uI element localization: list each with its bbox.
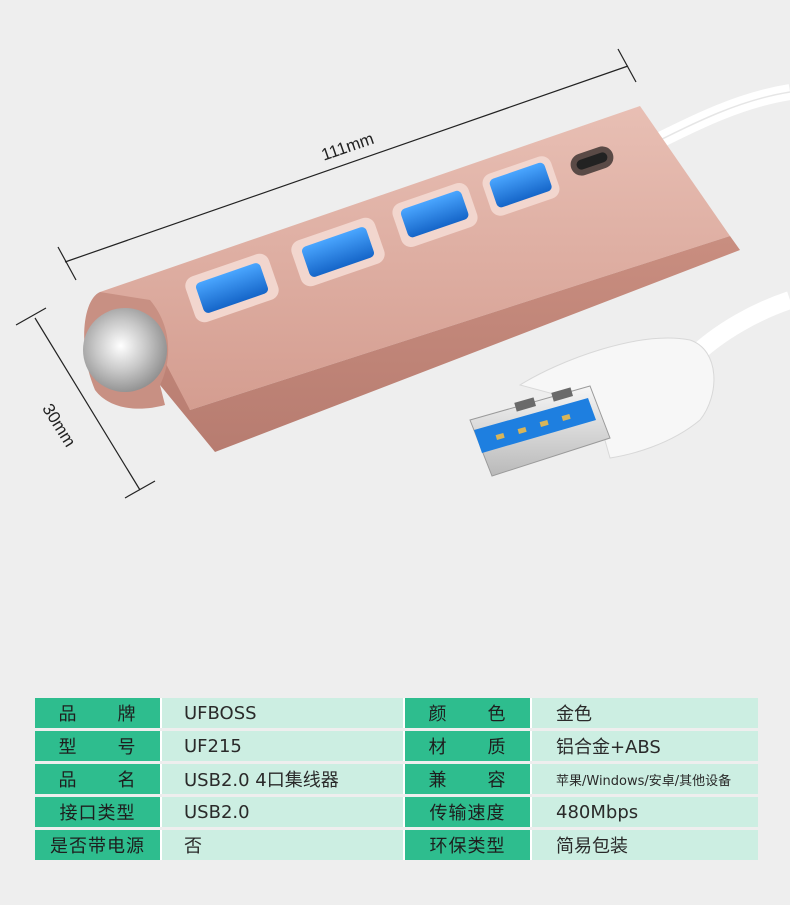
- usb-hub: [83, 106, 740, 452]
- spec-key: 材质: [405, 731, 530, 761]
- spec-row: 品名 USB2.0 4口集线器 兼容 苹果/Windows/安卓/其他设备: [35, 764, 758, 794]
- spec-key: 品牌: [35, 698, 160, 728]
- spec-value: USB2.0: [160, 797, 403, 827]
- spec-value: 苹果/Windows/安卓/其他设备: [530, 764, 758, 794]
- spec-row: 是否带电源 否 环保类型 简易包装: [35, 830, 758, 860]
- spec-value: USB2.0 4口集线器: [160, 764, 403, 794]
- spec-row: 品牌 UFBOSS 颜色 金色: [35, 698, 758, 728]
- end-cap: [83, 308, 167, 392]
- spec-value: 否: [160, 830, 403, 860]
- spec-value: 金色: [530, 698, 758, 728]
- spec-key: 兼容: [405, 764, 530, 794]
- spec-key: 颜色: [405, 698, 530, 728]
- spec-key: 传输速度: [405, 797, 530, 827]
- usb-c-port: [570, 146, 614, 176]
- spec-key: 环保类型: [405, 830, 530, 860]
- spec-value: 铝合金+ABS: [530, 731, 758, 761]
- spec-row: 型号 UF215 材质 铝合金+ABS: [35, 731, 758, 761]
- spec-key: 是否带电源: [35, 830, 160, 860]
- spec-key: 接口类型: [35, 797, 160, 827]
- spec-table: 品牌 UFBOSS 颜色 金色 型号 UF215 材质 铝合金+ABS 品名 U…: [35, 695, 758, 863]
- spec-value: 480Mbps: [530, 797, 758, 827]
- spec-key: 型号: [35, 731, 160, 761]
- spec-value: UFBOSS: [160, 698, 403, 728]
- spec-row: 接口类型 USB2.0 传输速度 480Mbps: [35, 797, 758, 827]
- spec-value: UF215: [160, 731, 403, 761]
- height-label: 30mm: [38, 400, 79, 450]
- spec-key: 品名: [35, 764, 160, 794]
- product-photo: 111mm 30mm: [15, 48, 790, 499]
- usb-port-1: [185, 253, 279, 323]
- usb-plug: [469, 337, 715, 477]
- usb-port-3: [392, 182, 478, 248]
- usb-port-2: [291, 217, 385, 287]
- spec-value: 简易包装: [530, 830, 758, 860]
- usb-port-4: [482, 156, 560, 216]
- length-label: 111mm: [319, 129, 376, 165]
